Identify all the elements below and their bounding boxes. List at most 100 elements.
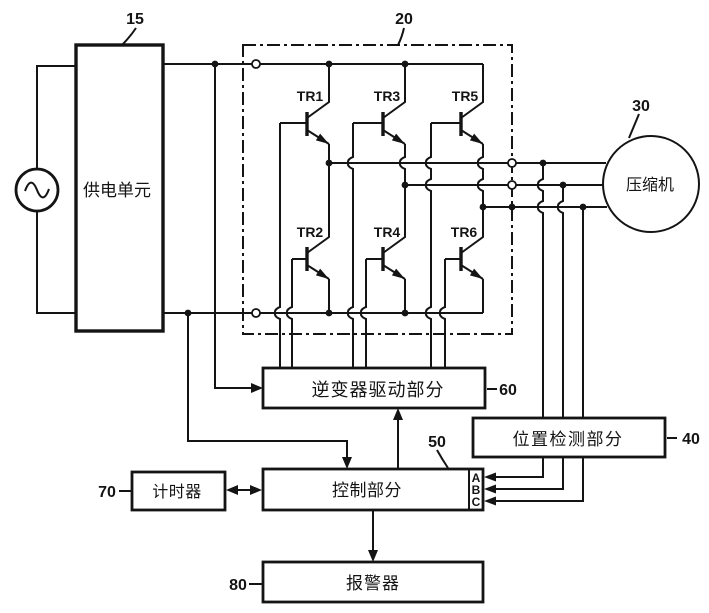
- junction-dot: [539, 159, 547, 167]
- junction-dot: [325, 60, 333, 68]
- tr3-collector: [382, 64, 406, 119]
- supply-taps: [187, 64, 352, 469]
- position-detector-section: 位置检测部分 40: [471, 416, 700, 506]
- tr5-label: TR5: [452, 88, 479, 104]
- tr1-emitter-arrow-icon: [315, 133, 329, 144]
- timer-arrow-right-icon: [250, 485, 262, 495]
- ac-wire-top: [36, 65, 76, 169]
- tr2-label: TR2: [297, 224, 324, 240]
- ref-70: 70: [98, 484, 116, 501]
- terminal-c-label: C: [472, 495, 481, 509]
- tr2-emitter-arrow-icon: [315, 268, 329, 279]
- transistor-tr6: TR6: [445, 207, 484, 313]
- tr3-label: TR3: [374, 88, 401, 104]
- compressor-label: 压缩机: [626, 176, 674, 194]
- ref-30: 30: [632, 98, 650, 115]
- controller-supply-wire: [187, 313, 348, 457]
- tr1-label: TR1: [297, 88, 324, 104]
- position-detector-box: [471, 416, 667, 459]
- controller-supply-arrow-icon: [342, 457, 352, 469]
- ac-source: [14, 65, 76, 314]
- terminal-circle: [507, 180, 517, 190]
- tr4-collector: [382, 185, 406, 254]
- junction-dot: [579, 203, 587, 211]
- junction-dot: [325, 309, 333, 317]
- power-supply-label: 供电单元: [83, 181, 151, 200]
- ref-20: 20: [395, 11, 413, 28]
- tr1-drive-wire: [273, 123, 281, 368]
- alarm-label: 报警器: [346, 574, 400, 593]
- sense-wire-b: [556, 185, 564, 418]
- control-to-alarm-arrow-icon: [368, 550, 378, 562]
- tr5-emitter-arrow-icon: [469, 133, 483, 144]
- junction-dot: [401, 309, 409, 317]
- junction-dots: [184, 60, 587, 317]
- tr3-drive-wire: [346, 123, 354, 368]
- transistor-tr5: TR5: [431, 64, 484, 207]
- tr2-drive-wire: [285, 259, 293, 368]
- power-supply-box: [74, 43, 165, 333]
- driver-supply-arrow-icon: [251, 383, 263, 393]
- detector-out-a-arrow-icon: [484, 472, 496, 482]
- transistor-tr3: TR3: [353, 64, 406, 185]
- transistor-tr4: TR4: [366, 185, 406, 313]
- inverter-driver-box: [261, 366, 487, 410]
- tr4-emitter-arrow-icon: [391, 268, 405, 279]
- transistor-tr2: TR2: [292, 163, 330, 313]
- tr4-drive-wire: [359, 259, 367, 368]
- detector-out-b-arrow-icon: [484, 484, 496, 494]
- tr4-label: TR4: [374, 224, 401, 240]
- ref-50: 50: [428, 434, 446, 451]
- tr6-emitter-arrow-icon: [469, 268, 483, 279]
- ref-30-leader: [628, 113, 640, 139]
- junction-dot: [479, 203, 487, 211]
- inverter-driver-label: 逆变器驱动部分: [312, 380, 445, 400]
- open-terminals: [251, 59, 517, 318]
- sense-wire-a: [536, 163, 544, 418]
- inverter-driver-section: 逆变器驱动部分 60: [261, 366, 517, 469]
- control-label: 控制部分: [332, 481, 402, 500]
- tr5-drive-wire: [424, 123, 432, 368]
- junction-dot: [401, 181, 409, 189]
- timer-arrow-left-icon: [226, 485, 238, 495]
- timer-box: [130, 470, 227, 512]
- tr6-drive-wire: [438, 259, 446, 368]
- ac-wire-bottom: [36, 211, 76, 314]
- sine-wave-icon: [24, 181, 50, 199]
- ref-15-leader: [121, 27, 137, 46]
- junction-dot: [184, 309, 192, 317]
- transistor-tr1: TR1: [280, 64, 330, 163]
- position-detector-label: 位置检测部分: [513, 430, 624, 449]
- compressor: 压缩机 30: [602, 98, 700, 233]
- detector-out-c-wire: [495, 457, 584, 502]
- junction-dot: [325, 159, 333, 167]
- power-supply-unit: 供电单元 15: [74, 11, 165, 333]
- base-drive-wires: [273, 123, 446, 368]
- ref-50-leader: [436, 449, 449, 469]
- terminal-circle: [507, 158, 517, 168]
- terminal-circle: [251, 308, 261, 318]
- tr3-emitter-wire: [398, 144, 406, 185]
- tr3-emitter-arrow-icon: [391, 133, 405, 144]
- ref-40: 40: [682, 431, 700, 448]
- junction-dot: [559, 181, 567, 189]
- tr2-collector: [306, 163, 330, 254]
- ref-60: 60: [499, 382, 517, 399]
- terminal-b-label: B: [472, 483, 481, 497]
- tr6-label: TR6: [451, 224, 478, 240]
- detector-out-c-arrow-icon: [484, 496, 496, 506]
- terminal-circle: [251, 59, 261, 69]
- ref-20-leader: [397, 27, 405, 46]
- compressor-circle: [602, 135, 700, 233]
- ref-15: 15: [126, 11, 144, 28]
- tr6-collector: [460, 207, 484, 254]
- junction-dot: [508, 203, 516, 211]
- control-section: 控制部分 A B C 50: [261, 434, 485, 512]
- ref-80: 80: [229, 577, 247, 594]
- timer-label: 计时器: [152, 483, 202, 501]
- tr1-collector: [306, 64, 330, 119]
- junction-dot: [211, 60, 219, 68]
- phase-sense-wires: [536, 163, 584, 418]
